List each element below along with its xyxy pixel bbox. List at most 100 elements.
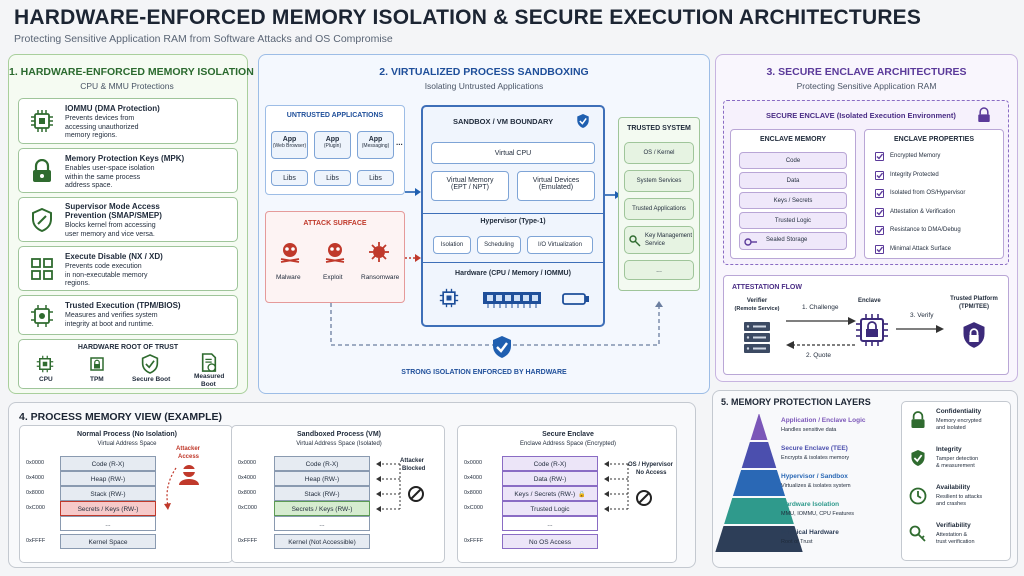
blocked-icon bbox=[634, 488, 654, 508]
verifier-l2: (Remote Service) bbox=[734, 306, 780, 312]
address-label: 0x8000 bbox=[238, 490, 257, 496]
rot-cpu-label: CPU bbox=[39, 376, 53, 383]
virtual-cpu: Virtual CPU bbox=[431, 142, 595, 164]
layer-title: Hardware Isolation bbox=[781, 501, 840, 508]
benefit-desc: Tamper detection bbox=[936, 456, 979, 462]
attacker-label: Attacker bbox=[400, 458, 425, 464]
benefit-desc: trust verification bbox=[936, 539, 975, 545]
rot-secureboot-label: Secure Boot bbox=[132, 376, 171, 383]
memory-card-title: Normal Process (No Isolation) bbox=[77, 431, 177, 438]
vdev-l1: Virtual Devices bbox=[532, 177, 580, 184]
smap-title-2: Prevention (SMAP/SMEP) bbox=[65, 211, 162, 220]
app-label: App bbox=[368, 136, 383, 143]
section-title: 3. SECURE ENCLAVE ARCHITECTURES bbox=[766, 66, 967, 78]
trusted-system: TRUSTED SYSTEM OS / Kernel System Servic… bbox=[618, 117, 700, 291]
km-l1: Key Management bbox=[645, 233, 693, 239]
section-sandboxing: 2. VIRTUALIZED PROCESS SANDBOXING Isolat… bbox=[258, 54, 710, 394]
desc-line: within the same process bbox=[65, 173, 141, 181]
address-label: 0x0000 bbox=[464, 460, 483, 466]
address-label: 0xFFFF bbox=[464, 538, 484, 544]
iommu-card: IOMMU (DMA Protection) Prevents devices … bbox=[18, 98, 238, 144]
enclave-memory: ENCLAVE MEMORY Code Data Keys / Secrets … bbox=[730, 129, 856, 259]
ram-icon bbox=[481, 289, 543, 309]
rot-measured-label: Measured bbox=[194, 373, 225, 380]
app-label: App bbox=[282, 136, 297, 143]
memory-row: Heap (RW-) bbox=[60, 471, 156, 486]
checkbox-icon bbox=[875, 226, 884, 235]
memory-row: Code (R-X) bbox=[60, 456, 156, 471]
desc-line: user memory and vice versa. bbox=[65, 230, 155, 238]
desc-line: memory regions. bbox=[65, 132, 118, 139]
section-title: 4. PROCESS MEMORY VIEW (EXAMPLE) bbox=[19, 411, 223, 423]
tpm-title: Trusted Execution (TPM/BIOS) bbox=[65, 301, 181, 310]
virtual-devices: Virtual Devices(Emulated) bbox=[517, 171, 595, 201]
shield-check-icon bbox=[908, 448, 928, 468]
checkbox-icon bbox=[875, 244, 884, 254]
lock-icon bbox=[976, 106, 992, 124]
trusted-applications: Trusted Applications bbox=[624, 198, 694, 220]
platform-l2: (TPM/TEE) bbox=[959, 304, 989, 310]
malware-icon bbox=[278, 240, 302, 264]
shield-check-icon bbox=[490, 335, 514, 359]
sealed-label: Sealed Storage bbox=[766, 237, 808, 243]
app-plugin: App(Plugin) bbox=[314, 131, 351, 159]
arrow-right-icon bbox=[405, 188, 421, 196]
os-kernel: OS / Kernel bbox=[624, 142, 694, 164]
benefit-title: Integrity bbox=[936, 446, 962, 453]
desc-line: integrity at boot and runtime. bbox=[65, 320, 154, 328]
desc-line: Prevents code execution bbox=[65, 263, 142, 270]
exploit-icon bbox=[323, 240, 347, 264]
quote-label: 2. Quote bbox=[806, 352, 831, 359]
shield-icon bbox=[575, 113, 591, 129]
memory-row: ... bbox=[502, 516, 598, 531]
att-title: ATTESTATION FLOW bbox=[732, 284, 802, 291]
app-sub: (Web Browser) bbox=[272, 143, 307, 149]
enclave-title: SECURE ENCLAVE (Isolated Execution Envir… bbox=[766, 111, 956, 120]
address-label: 0xC000 bbox=[26, 505, 45, 511]
benefit-desc: Attestation & bbox=[936, 532, 968, 538]
lock-icon bbox=[908, 410, 928, 430]
app-sub: (Plugin) bbox=[323, 143, 342, 149]
smap-title: Supervisor Mode Access bbox=[65, 202, 160, 211]
benefit-desc: and isolated bbox=[936, 425, 966, 431]
address-label: 0x8000 bbox=[464, 490, 483, 496]
section-title: 2. VIRTUALIZED PROCESS SANDBOXING bbox=[379, 66, 589, 78]
virtual-memory: Virtual Memory(EPT / NPT) bbox=[431, 171, 509, 201]
dashed-arrow-icon bbox=[405, 254, 421, 262]
pyramid-layer bbox=[750, 414, 768, 440]
checkbox-icon bbox=[875, 189, 884, 198]
layer-title: Secure Enclave (TEE) bbox=[781, 445, 848, 452]
tpm-card: Trusted Execution (TPM/BIOS) Measures an… bbox=[18, 295, 238, 335]
blocked-arrows bbox=[604, 456, 630, 520]
pyramid-layer bbox=[724, 498, 794, 524]
memory-card-sub: Virtual Address Space bbox=[97, 441, 157, 447]
libs-box: Libs bbox=[271, 170, 308, 186]
verifier-l1: Verifier bbox=[746, 298, 768, 304]
mem-code: Code bbox=[739, 152, 847, 169]
server-icon bbox=[742, 320, 772, 356]
memory-card-sub: Enclave Address Space (Encrypted) bbox=[519, 441, 617, 447]
libs-box: Libs bbox=[357, 170, 394, 186]
address-label: 0x4000 bbox=[464, 475, 483, 481]
trusted-title: TRUSTED SYSTEM bbox=[627, 125, 691, 132]
iommu-title: IOMMU (DMA Protection) bbox=[65, 104, 160, 113]
section-subtitle: Protecting Sensitive Application RAM bbox=[796, 81, 937, 91]
layer-title: Hypervisor / Sandbox bbox=[781, 473, 848, 480]
memory-row: Stack (RW-) bbox=[274, 486, 370, 501]
address-label: 0xFFFF bbox=[26, 538, 46, 544]
layer-title: Physical Hardware bbox=[781, 529, 839, 536]
mem-sealed: Sealed Storage bbox=[739, 232, 847, 250]
memory-row: Keys / Secrets (RW-)🔒 bbox=[502, 486, 598, 501]
props-title: ENCLAVE PROPERTIES bbox=[894, 136, 974, 143]
app-web-browser: App(Web Browser) bbox=[271, 131, 308, 159]
grid-icon bbox=[29, 256, 55, 282]
arrow-right-icon bbox=[786, 317, 856, 325]
mem-title: ENCLAVE MEMORY bbox=[759, 136, 827, 143]
app-sub: (Messaging) bbox=[361, 143, 390, 149]
verify-label: 3. Verify bbox=[910, 312, 934, 319]
more-ellipsis: ... bbox=[624, 260, 694, 280]
page-subtitle: Protecting Sensitive Application RAM fro… bbox=[14, 33, 393, 45]
page-title: HARDWARE-ENFORCED MEMORY ISOLATION & SEC… bbox=[14, 6, 922, 29]
cpu-icon bbox=[35, 354, 55, 374]
